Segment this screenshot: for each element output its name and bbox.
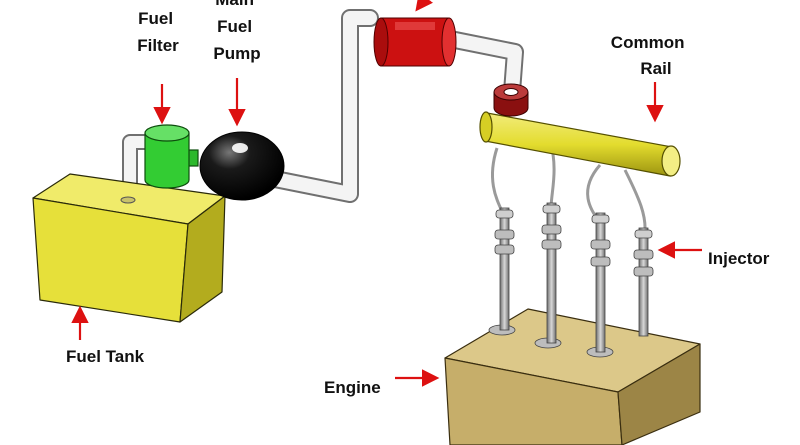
main-fuel-pump-label-line3: Pump: [213, 44, 260, 63]
high-pressure-pump: [373, 17, 457, 67]
fuel-filter-label-line2: Filter: [137, 36, 179, 55]
fuel-filter-label-line1: Fuel: [138, 9, 173, 28]
high-pressure-pump-arrow: [415, 0, 433, 12]
fuel-filter: [144, 124, 199, 189]
main-fuel-pump-label: Main Fuel Pump: [213, 0, 260, 63]
main-fuel-pump-label-line1: Main: [215, 0, 254, 9]
engine-block: [444, 308, 701, 445]
fuel-tank-label: Fuel Tank: [66, 347, 145, 366]
fuel-filter-label: Fuel Filter: [137, 9, 179, 55]
injector-2: [534, 202, 562, 349]
callout-arrows: [71, 0, 702, 387]
common-rail: [479, 83, 681, 177]
injector-3: [586, 212, 614, 358]
main-fuel-pump-label-line2: Fuel: [217, 17, 252, 36]
injector-label: Injector: [708, 249, 770, 268]
main-fuel-pump: [199, 131, 285, 201]
injector-1: [488, 207, 516, 336]
injector-4: [633, 227, 654, 337]
common-rail-label-line2: Rail: [640, 59, 671, 78]
engine-label: Engine: [324, 378, 381, 397]
fuel-pipes: [122, 9, 524, 208]
common-rail-label: Common Rail: [611, 33, 689, 78]
fuel-tank: [32, 173, 226, 323]
common-rail-label-line1: Common: [611, 33, 685, 52]
